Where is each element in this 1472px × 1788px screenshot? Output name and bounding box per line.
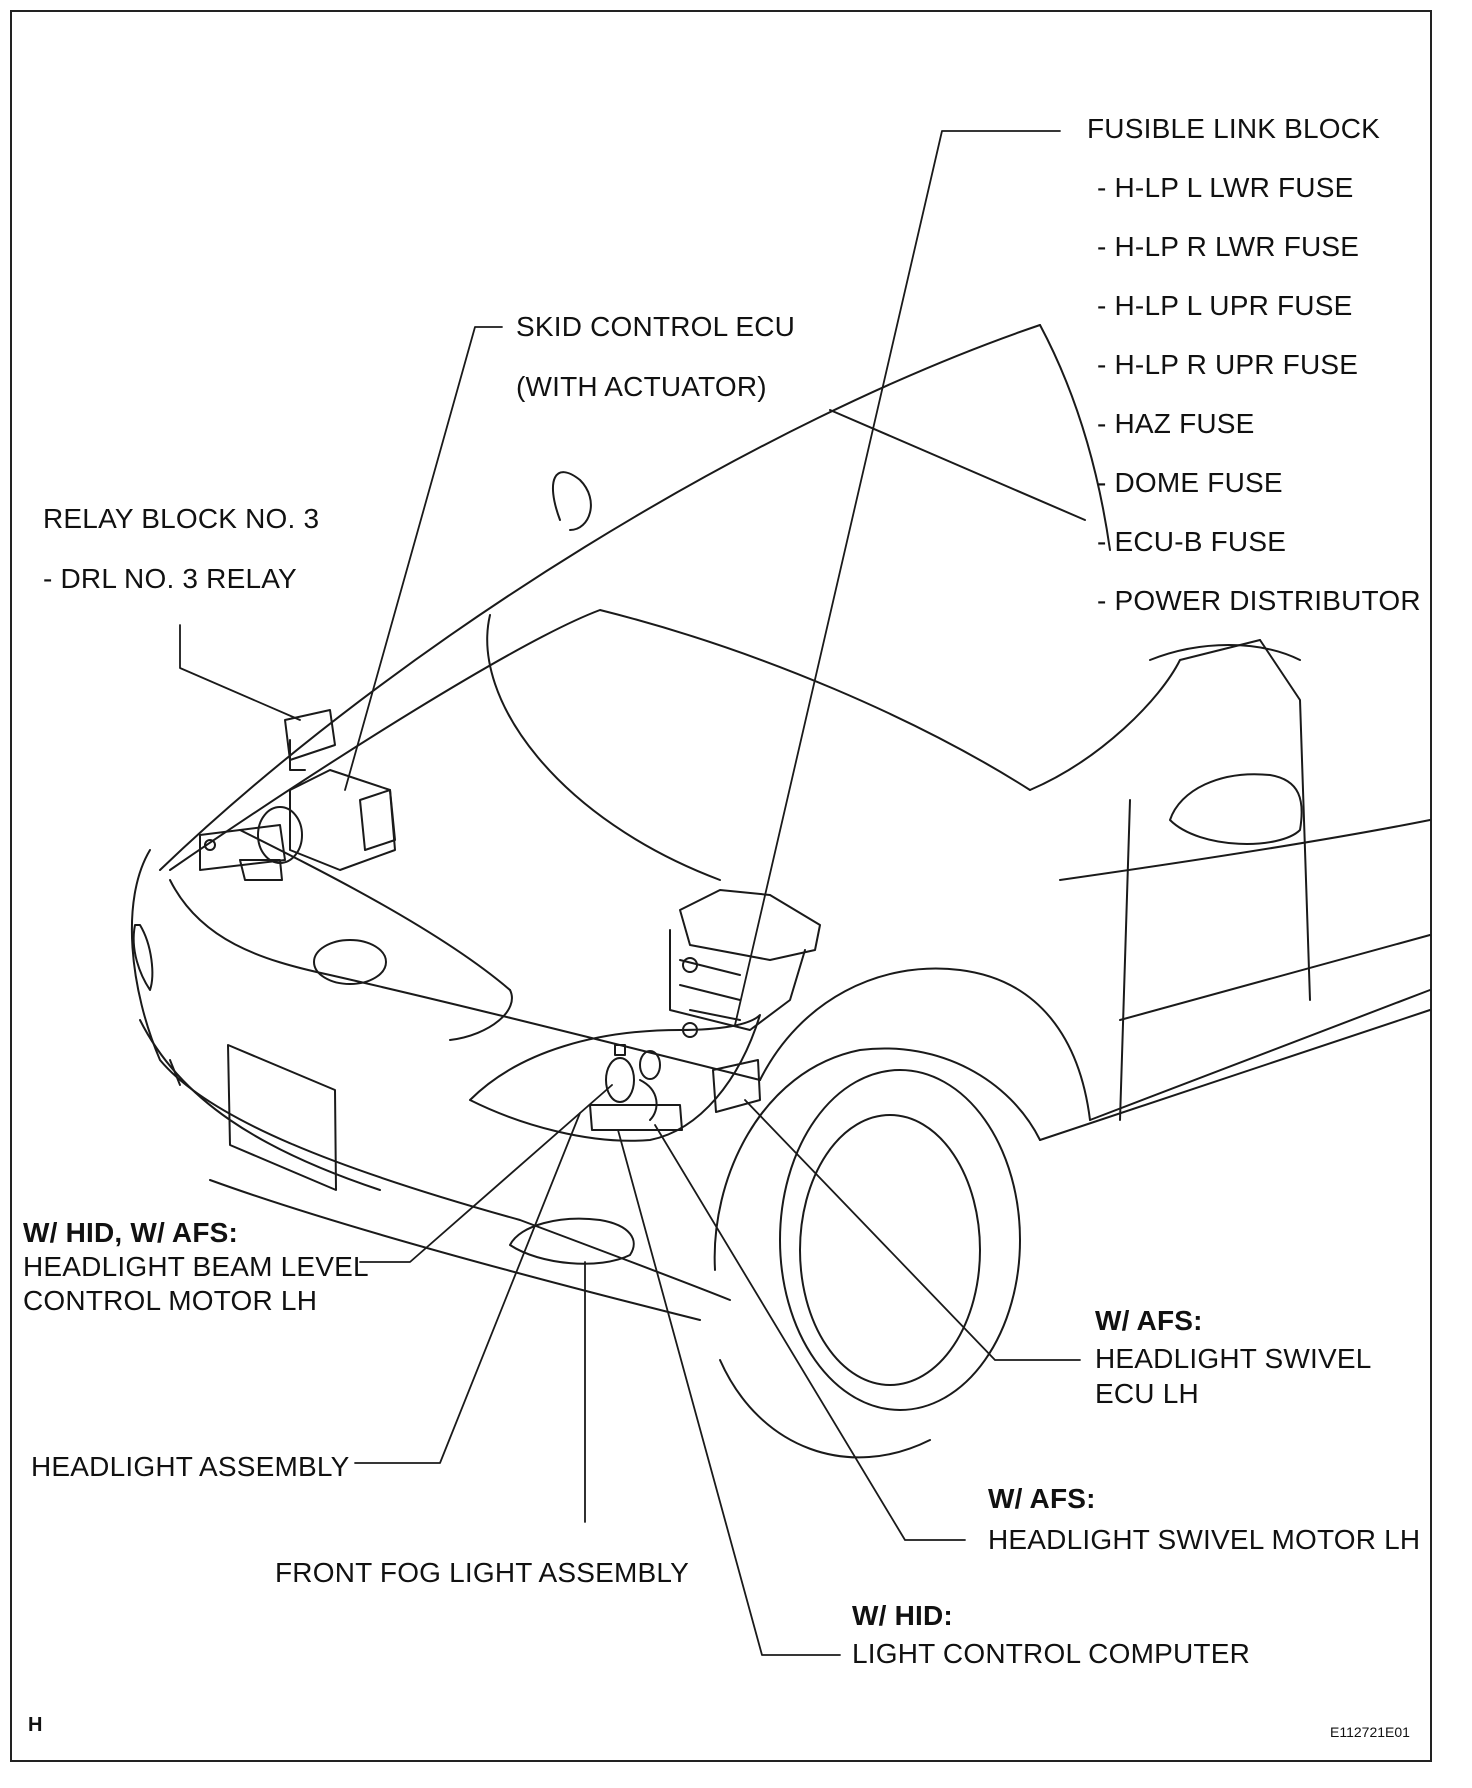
corner-letter: H	[28, 1714, 43, 1736]
headlight-assembly-label: HEADLIGHT ASSEMBLY	[31, 1451, 350, 1482]
fuse-item-h-lp-r-lwr: - H-LP R LWR FUSE	[1097, 231, 1360, 262]
fuse-item-dome: - DOME FUSE	[1097, 467, 1283, 498]
beam-level-label-line2: CONTROL MOTOR LH	[23, 1285, 318, 1316]
swivel-ecu-label-line2: ECU LH	[1095, 1378, 1199, 1409]
fuse-item-haz: - HAZ FUSE	[1097, 408, 1255, 439]
relay-block-item: - DRL NO. 3 RELAY	[43, 563, 297, 594]
fuse-item-h-lp-l-upr: - H-LP L UPR FUSE	[1097, 290, 1353, 321]
swivel-ecu-condition: W/ AFS:	[1095, 1305, 1203, 1336]
swivel-ecu-label-line1: HEADLIGHT SWIVEL	[1095, 1343, 1372, 1374]
fuse-item-h-lp-l-lwr: - H-LP L LWR FUSE	[1097, 172, 1354, 203]
swivel-ecu-shape	[712, 1059, 761, 1113]
fuse-item-power-distributor: - POWER DISTRIBUTOR	[1097, 585, 1421, 616]
skid-control-ecu-shape	[199, 769, 396, 881]
swivel-motor-label: HEADLIGHT SWIVEL MOTOR LH	[988, 1524, 1421, 1555]
car-body	[130, 324, 1431, 1459]
figure-id: E112721E01	[1330, 1724, 1410, 1740]
fuse-item-h-lp-r-upr: - H-LP R UPR FUSE	[1097, 349, 1359, 380]
leader-lines	[179, 130, 1081, 1656]
fusible-link-block-title: FUSIBLE LINK BLOCK	[1087, 113, 1381, 144]
fog-light-label: FRONT FOG LIGHT ASSEMBLY	[275, 1557, 689, 1588]
relay-block-label: RELAY BLOCK NO. 3	[43, 503, 320, 534]
relay-block-shape	[284, 709, 336, 771]
skid-control-ecu-label: SKID CONTROL ECU	[516, 311, 796, 342]
skid-control-ecu-sublabel: (WITH ACTUATOR)	[516, 371, 767, 402]
fuse-item-ecu-b: - ECU-B FUSE	[1097, 526, 1287, 557]
diagram-frame	[10, 10, 1432, 1762]
swivel-motor-condition: W/ AFS:	[988, 1483, 1096, 1514]
beam-level-condition: W/ HID, W/ AFS:	[23, 1217, 239, 1248]
light-control-label: LIGHT CONTROL COMPUTER	[852, 1638, 1250, 1669]
fusible-link-block-shape	[669, 889, 821, 1038]
beam-level-label-line1: HEADLIGHT BEAM LEVEL	[23, 1251, 369, 1282]
light-control-condition: W/ HID:	[852, 1600, 953, 1631]
headlight-components	[589, 1044, 683, 1131]
